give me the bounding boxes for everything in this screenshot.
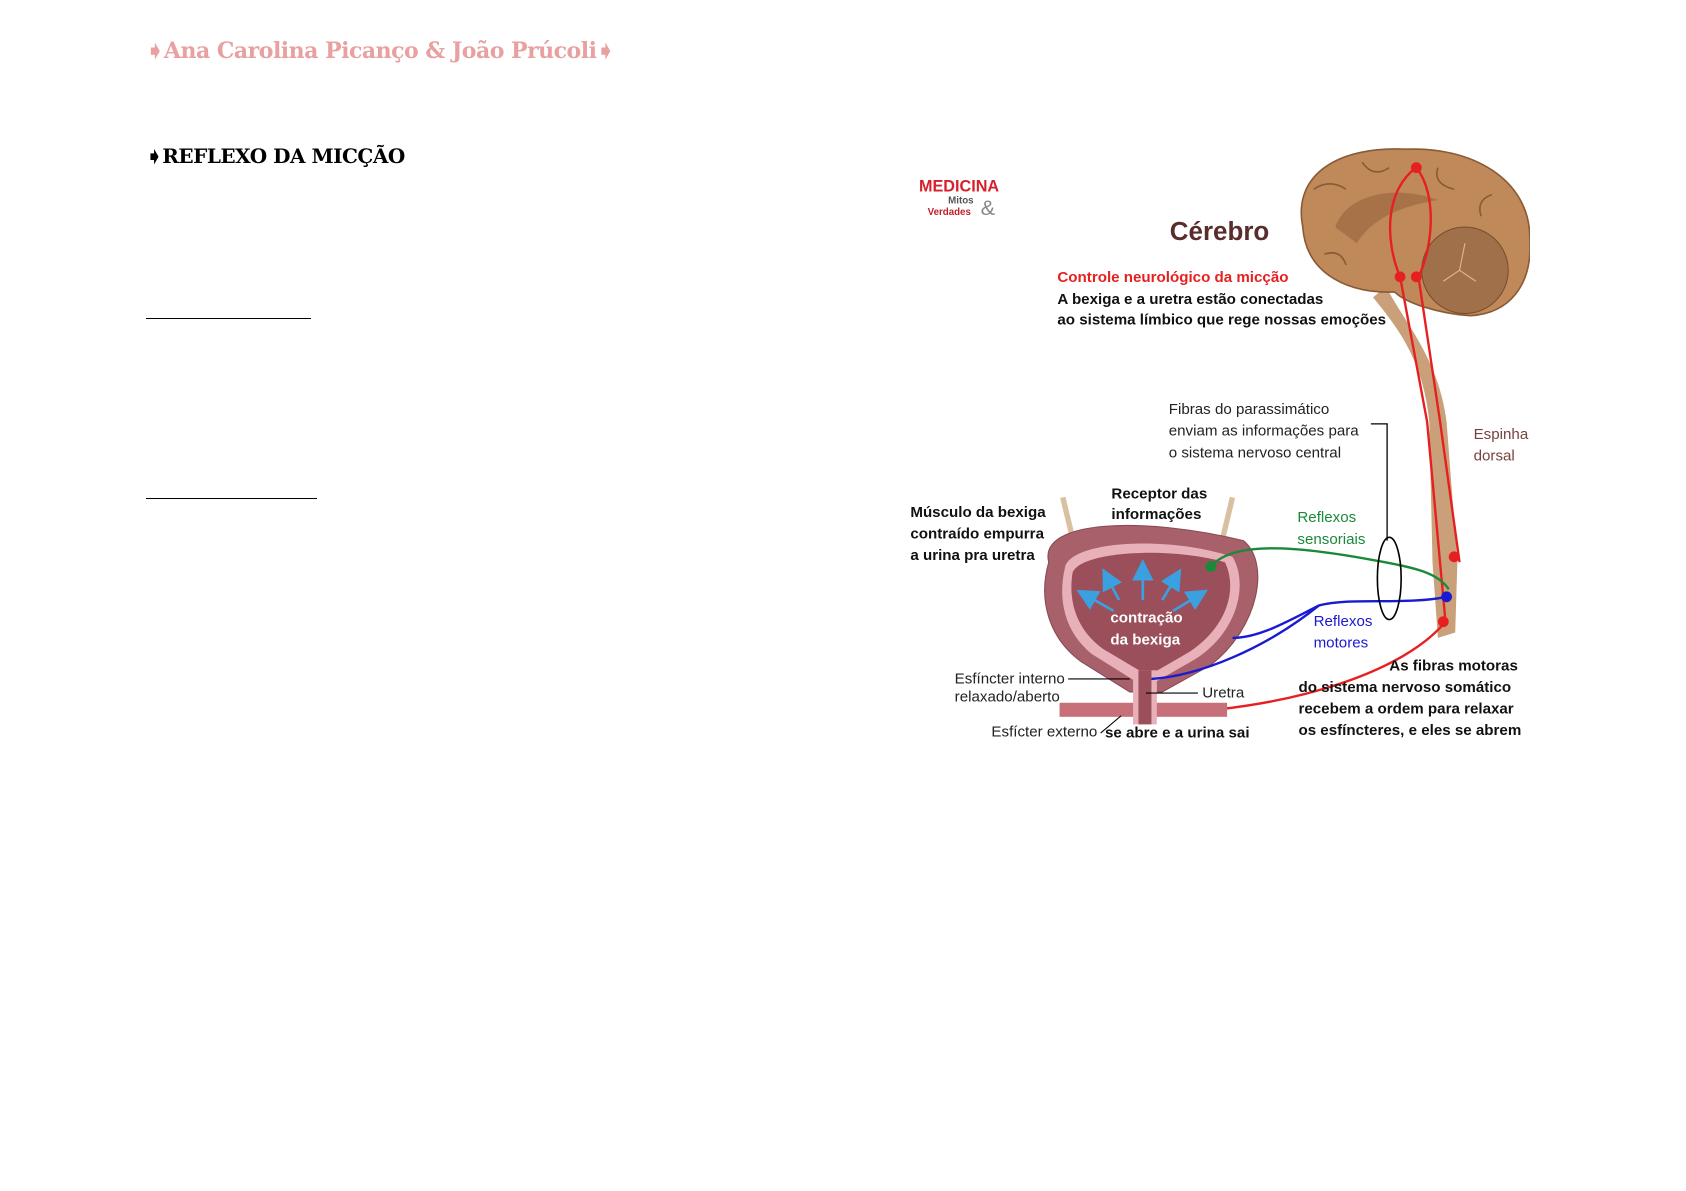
svg-text:contração: contração — [1110, 610, 1182, 627]
svg-text:sensoriais: sensoriais — [1297, 531, 1366, 548]
svg-text:motores: motores — [1314, 635, 1369, 652]
blank-line-2 — [146, 498, 317, 499]
section-title: ➧REFLEXO DA MICÇÃO — [146, 144, 405, 168]
svg-text:Espinha: Espinha — [1474, 426, 1529, 443]
svg-text:os esfíncteres, e eles se abre: os esfíncteres, e eles se abrem — [1298, 722, 1521, 739]
brain-illustration — [1300, 148, 1530, 317]
svg-text:Receptor das: Receptor das — [1111, 485, 1207, 502]
svg-text:As fibras motoras: As fibras motoras — [1389, 657, 1518, 674]
spinal-cord — [1373, 286, 1458, 638]
svg-text:se abre e a urina sai: se abre e a urina sai — [1105, 724, 1250, 741]
authors-header: ➧Ana Carolina Picanço & João Prúcoli➧ — [146, 38, 615, 64]
svg-text:a urina pra uretra: a urina pra uretra — [910, 547, 1035, 564]
svg-text:da bexiga: da bexiga — [1110, 631, 1180, 648]
svg-text:Mitos: Mitos — [948, 195, 973, 206]
micturition-reflex-diagram: MEDICINA Mitos Verdades & — [910, 148, 1530, 741]
svg-text:recebem a ordem para relaxar: recebem a ordem para relaxar — [1298, 701, 1513, 718]
brain-title: Cérebro — [1170, 218, 1269, 246]
svg-text:enviam as informações para: enviam as informações para — [1169, 423, 1360, 440]
svg-text:A bexiga e a uretra estão cone: A bexiga e a uretra estão conectadas — [1057, 291, 1323, 308]
blank-line-1 — [146, 318, 311, 319]
fiber-bundle-ellipse — [1376, 536, 1402, 621]
svg-text:Fibras do parassimático: Fibras do parassimático — [1169, 401, 1330, 418]
bladder-illustration — [1044, 496, 1259, 725]
svg-text:Esfíncter interno: Esfíncter interno — [955, 670, 1065, 687]
svg-text:Uretra: Uretra — [1202, 684, 1245, 701]
svg-text:contraído empurra: contraído empurra — [910, 525, 1044, 542]
svg-text:dorsal: dorsal — [1474, 448, 1515, 465]
svg-text:o sistema nervoso central: o sistema nervoso central — [1169, 444, 1341, 461]
svg-text:Músculo da bexiga: Músculo da bexiga — [910, 504, 1046, 521]
svg-text:relaxado/aberto: relaxado/aberto — [955, 689, 1060, 706]
svg-text:ao sistema límbico que rege no: ao sistema límbico que rege nossas emoçõ… — [1057, 311, 1386, 328]
svg-text:Verdades: Verdades — [928, 207, 971, 218]
svg-text:&: & — [981, 195, 996, 220]
svg-text:informações: informações — [1111, 506, 1201, 523]
motor-pathway — [1151, 595, 1447, 681]
svg-text:Reflexos: Reflexos — [1314, 613, 1373, 630]
svg-text:Reflexos: Reflexos — [1297, 509, 1356, 526]
sensory-pathway — [1209, 547, 1450, 590]
svg-text:MEDICINA: MEDICINA — [919, 177, 999, 195]
medicina-logo: MEDICINA Mitos Verdades & — [919, 177, 999, 220]
svg-text:Esfícter externo: Esfícter externo — [991, 723, 1097, 740]
svg-text:do sistema nervoso somático: do sistema nervoso somático — [1298, 679, 1511, 696]
svg-text:Controle neurológico da micção: Controle neurológico da micção — [1057, 269, 1288, 286]
